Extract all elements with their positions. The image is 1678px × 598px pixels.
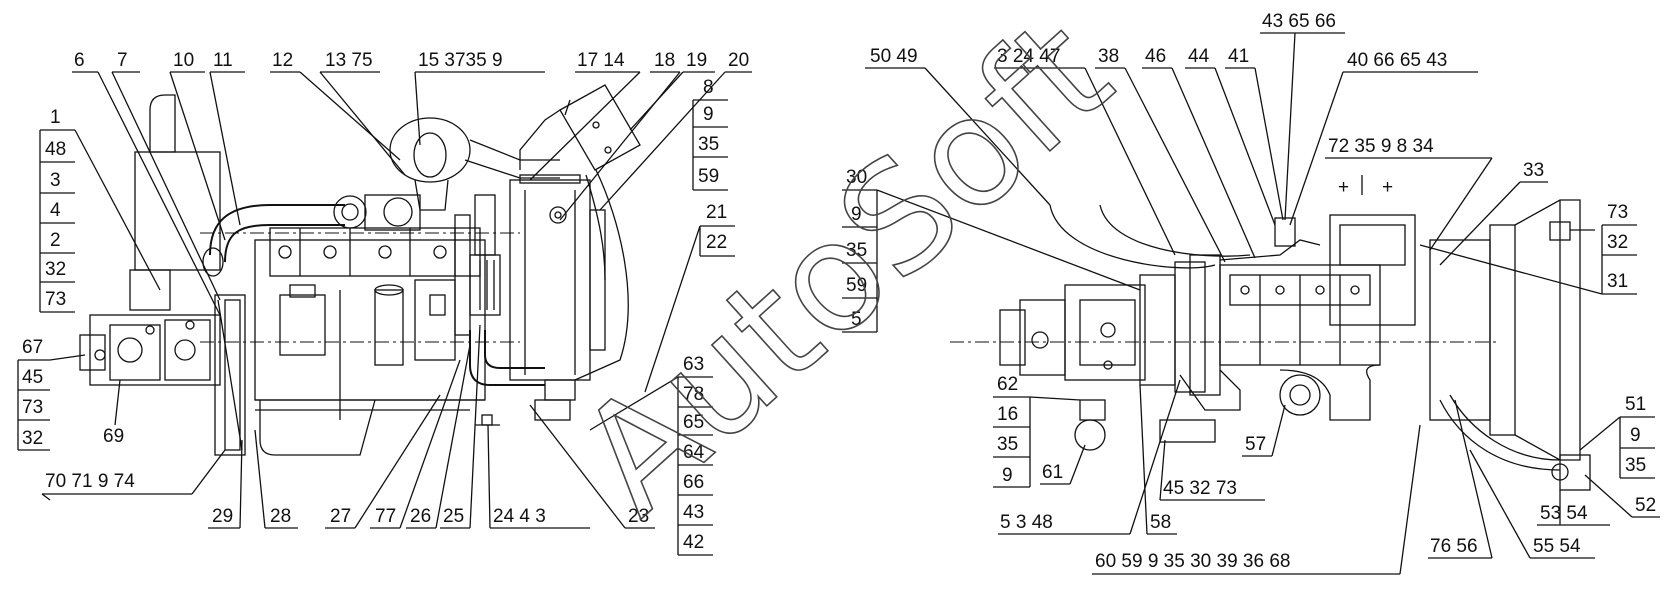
callout-2: 2 bbox=[50, 230, 61, 251]
callout-32-left: 32 bbox=[45, 259, 66, 280]
right-callouts: 50 49 3 24 47 38 46 44 41 43 65 66 40 66… bbox=[842, 11, 1660, 575]
callout-16: 16 bbox=[997, 404, 1018, 425]
callout-70-71-9-74: 70 71 9 74 bbox=[45, 471, 135, 492]
callout-41: 41 bbox=[1228, 46, 1249, 67]
callout-11: 11 bbox=[213, 50, 233, 71]
callout-46: 46 bbox=[1145, 46, 1166, 67]
callout-57: 57 bbox=[1245, 434, 1266, 455]
callout-9-r: 9 bbox=[851, 204, 862, 225]
callout-58: 58 bbox=[1150, 512, 1171, 533]
callout-60-59-9-35-30-39-36-68: 60 59 9 35 30 39 36 68 bbox=[1095, 551, 1290, 572]
callout-50-49: 50 49 bbox=[870, 46, 918, 67]
callout-9-r-low: 9 bbox=[1002, 465, 1013, 486]
callout-3-24-47: 3 24 47 bbox=[997, 46, 1060, 67]
callout-43-left: 43 bbox=[683, 502, 704, 523]
callout-30: 30 bbox=[846, 167, 867, 188]
callout-59-left: 59 bbox=[698, 166, 719, 187]
callout-53-54: 53 54 bbox=[1540, 503, 1588, 524]
callout-33: 33 bbox=[1523, 160, 1544, 181]
callout-13-75: 13 75 bbox=[325, 50, 373, 71]
callout-45-left: 45 bbox=[22, 367, 43, 388]
callout-24-4-3: 24 4 3 bbox=[493, 506, 546, 527]
callout-42: 42 bbox=[683, 532, 704, 553]
callout-35-r: 35 bbox=[846, 240, 867, 261]
callout-64: 64 bbox=[683, 442, 705, 463]
callout-65-left: 65 bbox=[683, 412, 704, 433]
svg-text:+: + bbox=[1382, 177, 1393, 198]
callout-52: 52 bbox=[1635, 495, 1656, 516]
callout-25: 25 bbox=[443, 506, 464, 527]
callout-27: 27 bbox=[330, 506, 351, 527]
left-callouts: 6 7 10 11 12 13 75 15 3735 9 17 14 18 19… bbox=[17, 50, 752, 556]
callout-55-54: 55 54 bbox=[1533, 536, 1581, 557]
callout-15-37-35-9: 15 3735 9 bbox=[418, 50, 503, 71]
callout-1: 1 bbox=[50, 107, 61, 128]
callout-7: 7 bbox=[117, 50, 128, 71]
callout-78: 78 bbox=[683, 384, 704, 405]
callout-23: 23 bbox=[628, 506, 649, 527]
left-engine-view bbox=[79, 84, 641, 456]
callout-19: 19 bbox=[686, 50, 707, 71]
callout-8-left: 8 bbox=[703, 77, 714, 98]
callout-62: 62 bbox=[997, 374, 1018, 395]
callout-69: 69 bbox=[103, 426, 124, 447]
callout-26: 26 bbox=[410, 506, 431, 527]
callout-10: 10 bbox=[173, 50, 194, 71]
callout-35-r-right: 35 bbox=[1625, 455, 1646, 476]
callout-22: 22 bbox=[706, 232, 727, 253]
callout-63: 63 bbox=[683, 354, 704, 375]
callout-12: 12 bbox=[272, 50, 293, 71]
callout-45-32-73: 45 32 73 bbox=[1163, 478, 1237, 499]
callout-67: 67 bbox=[22, 337, 43, 358]
callout-5-r: 5 bbox=[851, 309, 862, 330]
callout-73-left: 73 bbox=[45, 289, 66, 310]
callout-73-left-low: 73 bbox=[22, 397, 43, 418]
callout-29: 29 bbox=[212, 506, 233, 527]
callout-28: 28 bbox=[270, 506, 291, 527]
callout-31: 31 bbox=[1607, 271, 1628, 292]
callout-9-left: 9 bbox=[703, 104, 714, 125]
callout-5-3-48: 5 3 48 bbox=[1000, 512, 1053, 533]
callout-6: 6 bbox=[74, 50, 85, 71]
callout-66-left: 66 bbox=[683, 472, 704, 493]
callout-18: 18 bbox=[654, 50, 675, 71]
callout-40-66-65-43: 40 66 65 43 bbox=[1347, 50, 1447, 71]
callout-51: 51 bbox=[1625, 394, 1646, 415]
right-engine-view: + + bbox=[950, 175, 1595, 491]
callout-32-left-low: 32 bbox=[22, 428, 43, 449]
callout-35-left: 35 bbox=[698, 134, 719, 155]
callout-72-35-9-8-34: 72 35 9 8 34 bbox=[1328, 136, 1434, 157]
callout-32-r: 32 bbox=[1607, 232, 1628, 253]
callout-35-r-low: 35 bbox=[997, 434, 1018, 455]
callout-17-14: 17 14 bbox=[577, 50, 625, 71]
callout-9-r-right: 9 bbox=[1630, 425, 1641, 446]
callout-4-left: 4 bbox=[50, 200, 61, 221]
callout-20: 20 bbox=[728, 50, 749, 71]
callout-44: 44 bbox=[1188, 46, 1210, 67]
callout-59-r: 59 bbox=[846, 275, 867, 296]
callout-3-left: 3 bbox=[50, 170, 61, 191]
callout-38: 38 bbox=[1098, 46, 1119, 67]
callout-48: 48 bbox=[45, 139, 66, 160]
callout-73-r: 73 bbox=[1607, 202, 1628, 223]
callout-77: 77 bbox=[375, 506, 396, 527]
svg-text:+: + bbox=[1338, 177, 1349, 198]
callout-61: 61 bbox=[1042, 462, 1063, 483]
callout-76-56: 76 56 bbox=[1430, 536, 1478, 557]
callout-21: 21 bbox=[706, 202, 727, 223]
callout-43-65-66: 43 65 66 bbox=[1262, 11, 1336, 32]
